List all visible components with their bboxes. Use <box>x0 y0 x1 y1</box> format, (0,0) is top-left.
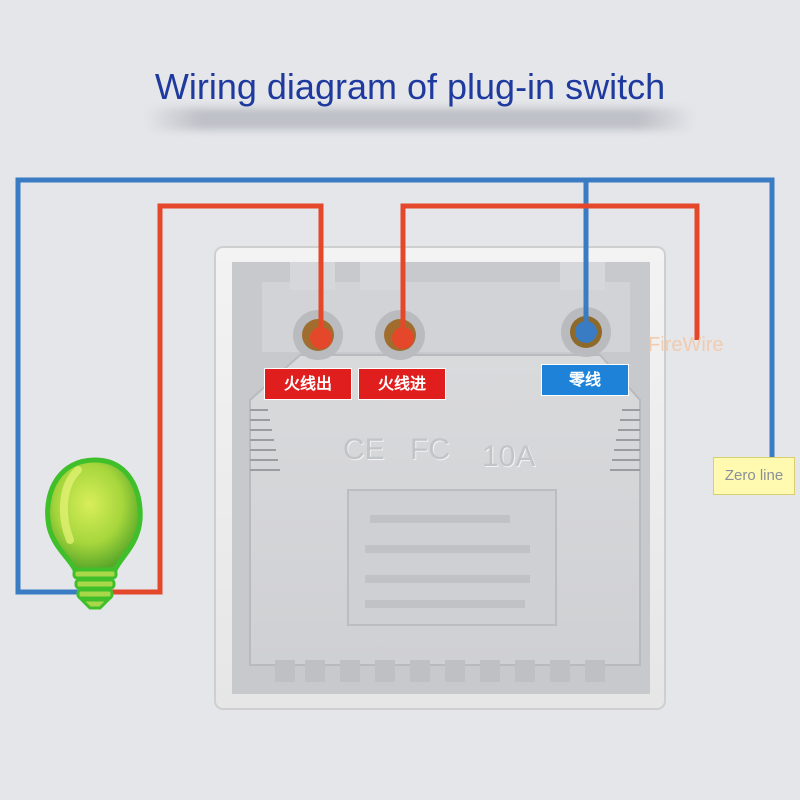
rating-mark: 10A <box>482 440 536 473</box>
neutral-contact <box>575 321 597 343</box>
neutral-wire <box>15 177 775 595</box>
terminal-tab <box>360 262 405 290</box>
live-in-contact <box>392 327 414 349</box>
bottom-vents <box>275 660 605 682</box>
page-title: Wiring diagram of plug-in switch <box>154 66 666 107</box>
ce-mark: CE <box>343 433 385 466</box>
spring-right <box>610 409 640 471</box>
spring-left <box>250 409 280 471</box>
title-shadow <box>145 108 695 130</box>
terminal-tab <box>290 262 335 290</box>
fc-mark: FC <box>410 433 450 466</box>
terminal-tab <box>560 262 605 290</box>
terminal-label-live-in: 火线进 <box>358 368 446 400</box>
fire-wire-label: FireWire <box>648 334 724 356</box>
embossed-text-lines <box>365 515 530 608</box>
terminal-label-live-out: 火线出 <box>264 368 352 400</box>
live-out-contact <box>310 327 332 349</box>
zero-line-label: Zero line <box>713 457 795 495</box>
terminal-label-neutral: 零线 <box>541 364 629 396</box>
live-wire-in <box>400 203 700 340</box>
live-wire-out <box>110 203 324 595</box>
light-bulb-icon <box>45 457 143 610</box>
